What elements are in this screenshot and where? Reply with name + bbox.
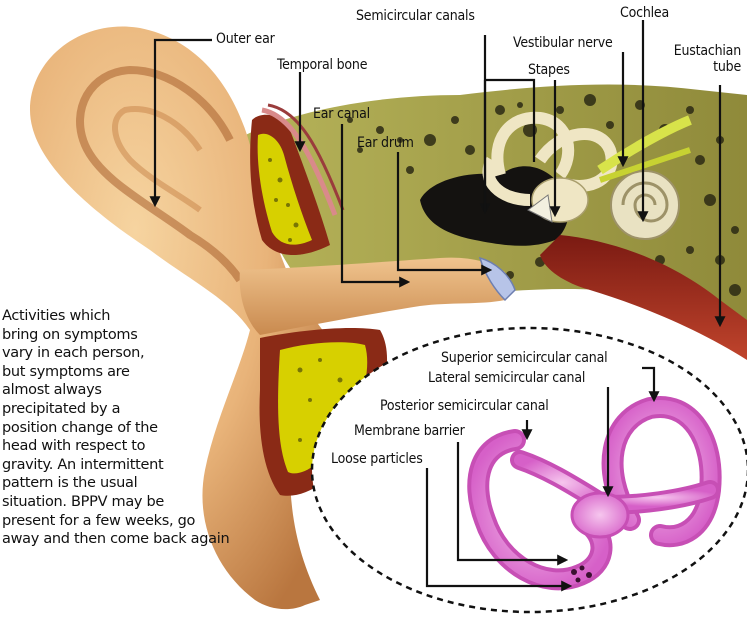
label-membrane-barrier: Membrane barrier <box>354 423 465 439</box>
label-vestibular-nerve: Vestibular nerve <box>513 35 613 51</box>
label-semicircular-canals: Semicircular canals <box>356 8 475 24</box>
label-ear-canal: Ear canal <box>313 106 370 122</box>
label-outer-ear: Outer ear <box>216 31 275 47</box>
label-loose-particles: Loose particles <box>331 451 423 467</box>
label-temporal-bone: Temporal bone <box>277 57 367 73</box>
label-lateral-semicircular-canal: Lateral semicircular canal <box>428 370 585 386</box>
label-eustachian-tube: Eustachian tube <box>657 43 741 75</box>
label-superior-semicircular-canal: Superior semicircular canal <box>441 350 607 366</box>
description-text: Activities which bring on symptoms vary … <box>2 307 302 549</box>
label-ear-drum: Ear drum <box>357 135 414 151</box>
label-cochlea: Cochlea <box>620 5 669 21</box>
cochlea-shape <box>611 171 679 239</box>
label-posterior-semicircular-canal: Posterior semicircular canal <box>380 398 549 414</box>
label-stapes: Stapes <box>528 62 570 78</box>
